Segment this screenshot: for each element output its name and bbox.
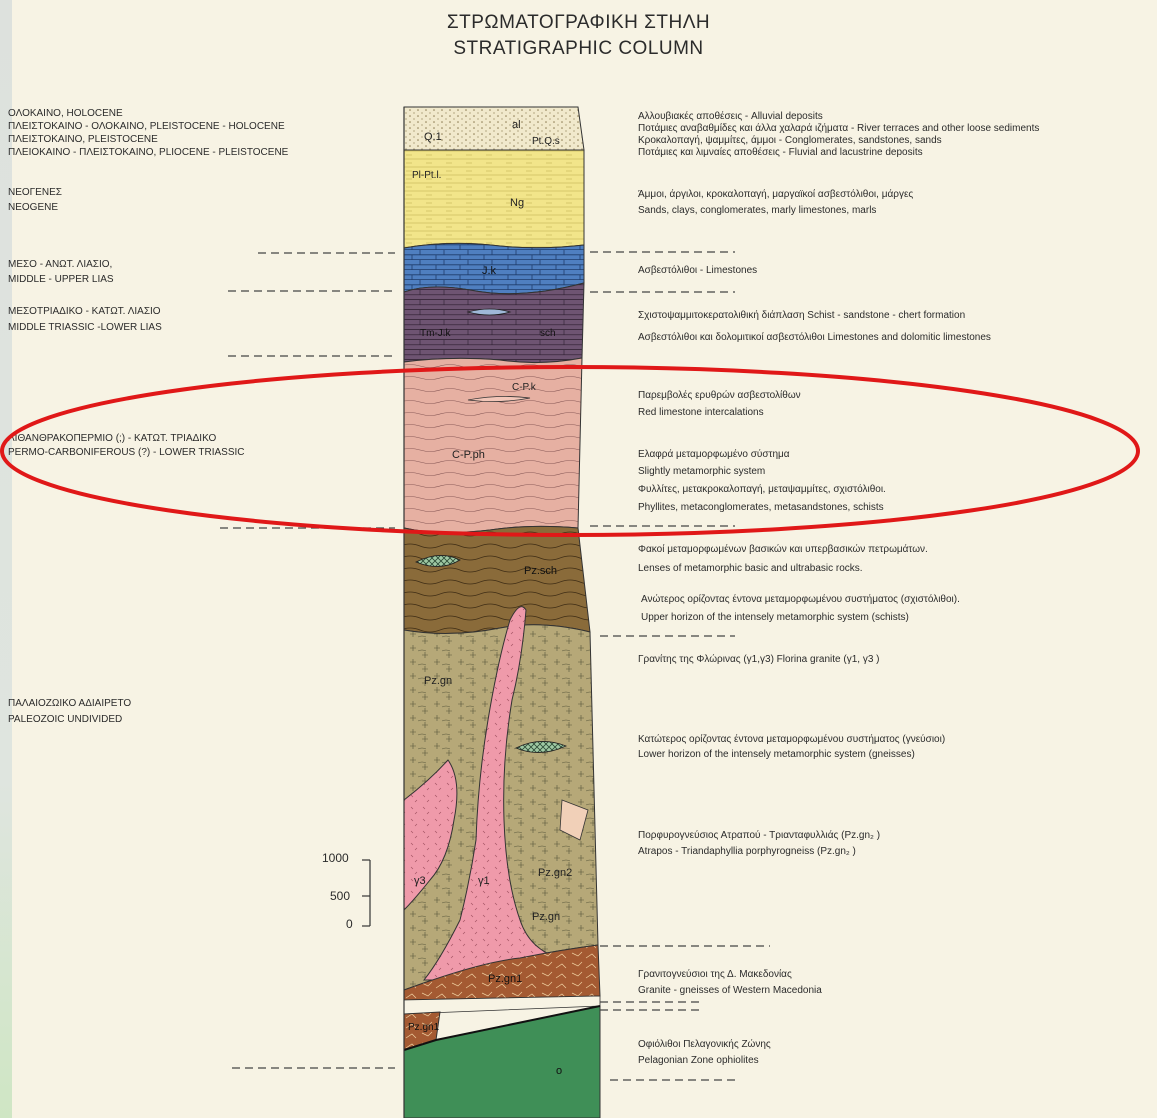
unit-label: Pz.gn1 <box>488 973 522 985</box>
unit-label: γ1 <box>478 875 490 887</box>
unit-label: al <box>512 119 521 131</box>
layer-neogene <box>404 150 584 248</box>
layer-upper-schist <box>404 526 590 633</box>
unit-label: C-P.k <box>512 382 537 393</box>
unit-label: Pt.Q.s <box>532 136 560 147</box>
unit-label: J.k <box>482 265 497 277</box>
unit-label: Pz.gn <box>532 911 560 923</box>
layer-schist-limestone <box>404 283 584 363</box>
layer-phyllite <box>404 358 582 533</box>
unit-label: Ng <box>510 197 524 209</box>
unit-label: Q.1 <box>424 131 442 143</box>
unit-label: o <box>556 1065 562 1077</box>
unit-label: sch <box>540 328 556 339</box>
unit-label: C-P.ph <box>452 449 485 461</box>
unit-label: γ3 <box>414 875 426 887</box>
unit-label: Pz.sch <box>524 565 557 577</box>
unit-label: Pz.gn2 <box>538 867 572 879</box>
scale-bar <box>362 860 370 926</box>
unit-label: Pz.gn <box>424 675 452 687</box>
unit-label: Tm-J.k <box>420 328 452 339</box>
unit-label: Pl-Pt.l. <box>412 170 441 181</box>
unit-label: Pz.gn1 <box>408 1022 440 1033</box>
